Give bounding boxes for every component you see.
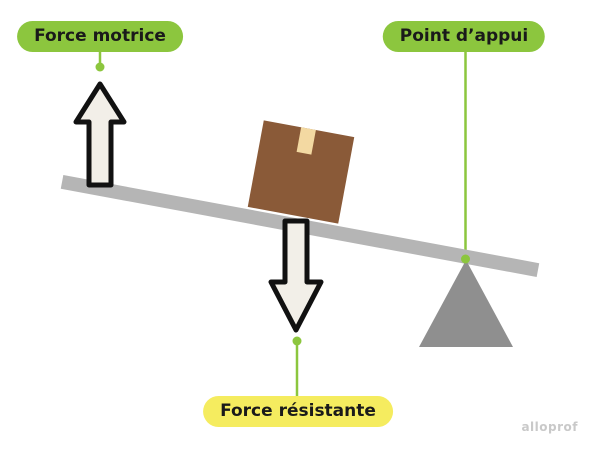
fulcrum-triangle xyxy=(419,260,513,347)
up-arrow-force-motrice xyxy=(73,81,127,188)
load-box-group xyxy=(247,120,355,224)
connector-dot-point-appui xyxy=(461,254,470,264)
label-force-resistante: Force résistante xyxy=(203,396,393,427)
load-box xyxy=(247,120,355,224)
connector-dot-force-motrice xyxy=(95,62,105,72)
label-point-appui: Point d’appui xyxy=(382,21,546,52)
box-tape xyxy=(296,127,316,155)
alloprof-watermark: alloprof xyxy=(521,420,578,434)
down-arrow-force-resistante xyxy=(268,218,324,333)
label-force-motrice: Force motrice xyxy=(17,21,183,52)
connector-dot-force-resistante xyxy=(292,336,302,346)
